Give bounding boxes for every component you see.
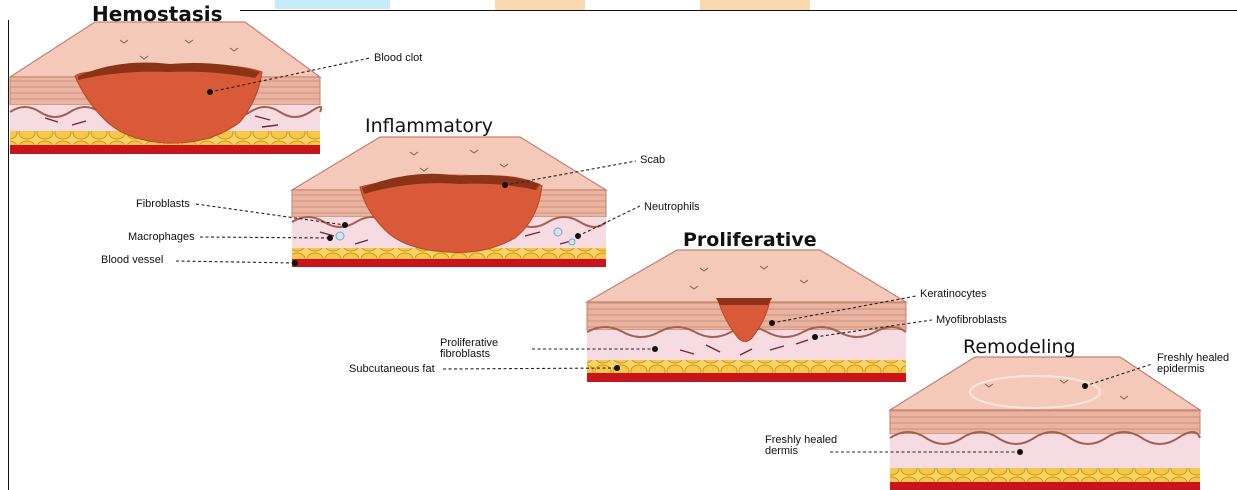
stage-remodeling <box>890 357 1200 490</box>
pointer-dot <box>342 222 348 228</box>
label-scab: Scab <box>640 154 665 166</box>
label-freshly-healed-dermis-line2: dermis <box>765 445 799 457</box>
pointer-dot <box>769 320 775 326</box>
label-myofibroblasts: Myofibroblasts <box>936 314 1007 326</box>
skin-surface <box>587 250 906 302</box>
pointer-dot <box>327 235 333 241</box>
label-keratinocytes: Keratinocytes <box>920 288 987 300</box>
pointer-dot <box>1082 383 1088 389</box>
pointer-dot <box>575 233 581 239</box>
blood-vessel <box>890 482 1200 490</box>
label-freshly-healed-epidermis-line2: epidermis <box>1157 363 1205 375</box>
label-proliferative-line2: fibroblasts <box>440 348 491 360</box>
fat-layer <box>890 468 1200 482</box>
label-subcutaneous-fat: Subcutaneous fat <box>349 363 435 375</box>
blood-vessel <box>292 259 606 267</box>
blood-vessel <box>587 373 906 382</box>
label-fibroblasts: Fibroblasts <box>136 198 190 210</box>
stage-hemostasis <box>10 22 321 154</box>
label-blood-vessel: Blood vessel <box>101 254 163 266</box>
pointer-dot <box>614 365 620 371</box>
stage-title-hemostasis: Hemostasis <box>92 2 223 26</box>
skin-surface <box>890 357 1200 410</box>
label-neutrophils: Neutrophils <box>644 201 700 213</box>
epidermis-layer <box>890 410 1200 434</box>
pointer-dot <box>292 260 298 266</box>
pointer-dot <box>1017 449 1023 455</box>
pointer-dot <box>652 346 658 352</box>
pointer-dot <box>207 89 213 95</box>
blood-vessel <box>10 145 320 154</box>
wound-crust <box>716 298 772 305</box>
stage-title-proliferative: Proliferative <box>683 229 817 251</box>
stage-proliferative <box>587 250 906 382</box>
label-blood-clot: Blood clot <box>374 52 422 64</box>
leader-blood-vessel <box>176 261 295 263</box>
stage-title-inflammatory: Inflammatory <box>365 115 493 137</box>
stage-title-remodeling: Remodeling <box>963 336 1076 358</box>
label-macrophages: Macrophages <box>128 231 195 243</box>
fat-layer <box>587 360 906 373</box>
stage-inflammatory <box>292 137 606 267</box>
pointer-dot <box>812 334 818 340</box>
pointer-dot <box>502 182 508 188</box>
